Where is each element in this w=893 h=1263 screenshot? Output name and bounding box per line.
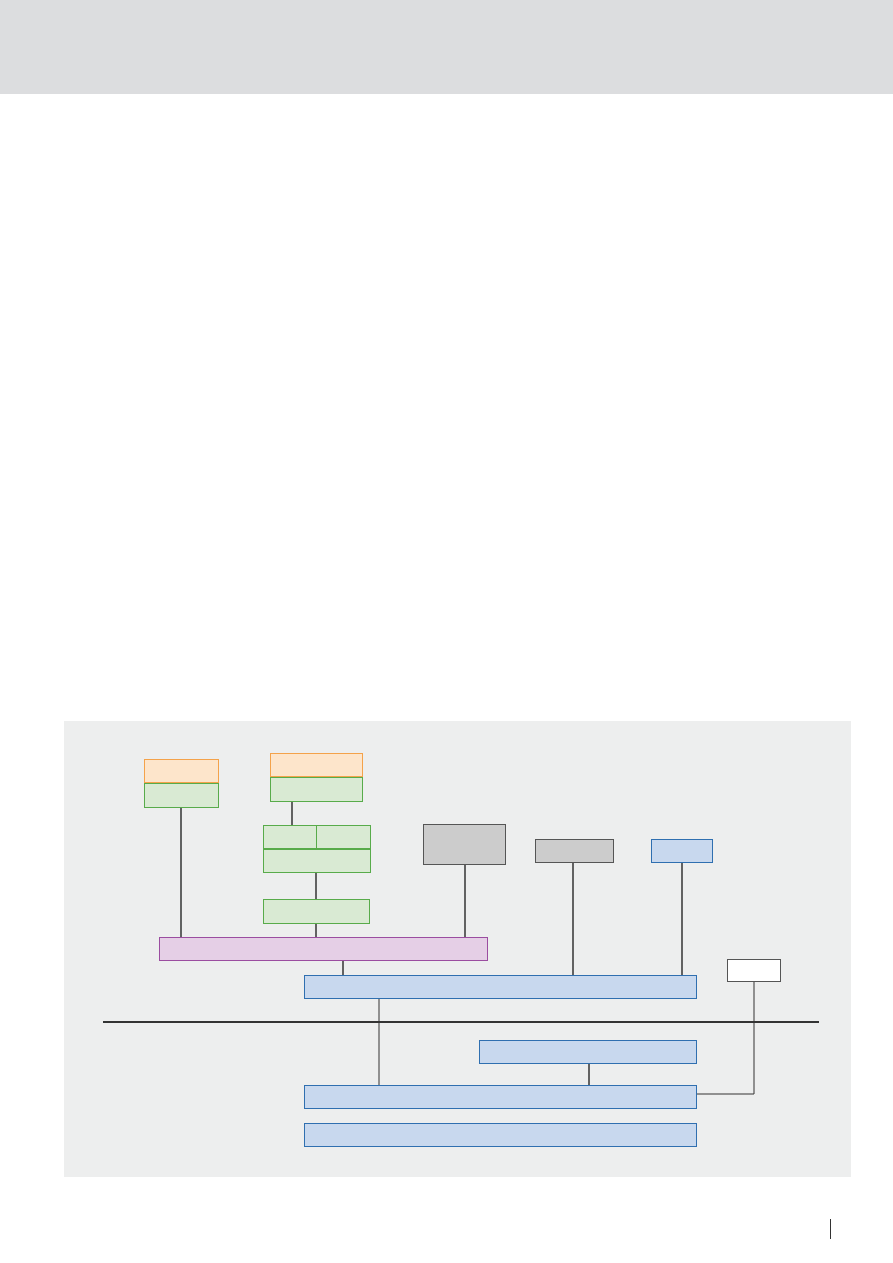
box-orange-top <box>270 753 363 777</box>
box-blue-wide-lower-2 <box>304 1123 697 1147</box>
box-orange-left <box>144 759 219 783</box>
box-white-small <box>727 959 781 982</box>
box-green-left <box>144 783 219 808</box>
box-green-split-right <box>316 825 371 849</box>
diagram-connectors <box>103 802 819 1095</box>
box-blue-mid <box>479 1040 697 1064</box>
box-gray-large <box>423 824 506 865</box>
page-number-marker <box>830 1219 831 1239</box>
box-green-wide <box>263 849 371 873</box>
box-blue-wide-lower-1 <box>304 1085 697 1109</box>
header-band <box>0 0 893 94</box>
box-green-split-left <box>263 825 317 849</box>
box-green-lower <box>263 899 370 924</box>
box-blue-wide-upper <box>304 975 697 999</box>
box-purple-wide <box>159 937 488 961</box>
box-blue-small <box>651 839 713 863</box>
box-green-top <box>270 777 363 802</box>
architecture-diagram <box>64 721 851 1177</box>
box-gray-small <box>535 839 614 863</box>
